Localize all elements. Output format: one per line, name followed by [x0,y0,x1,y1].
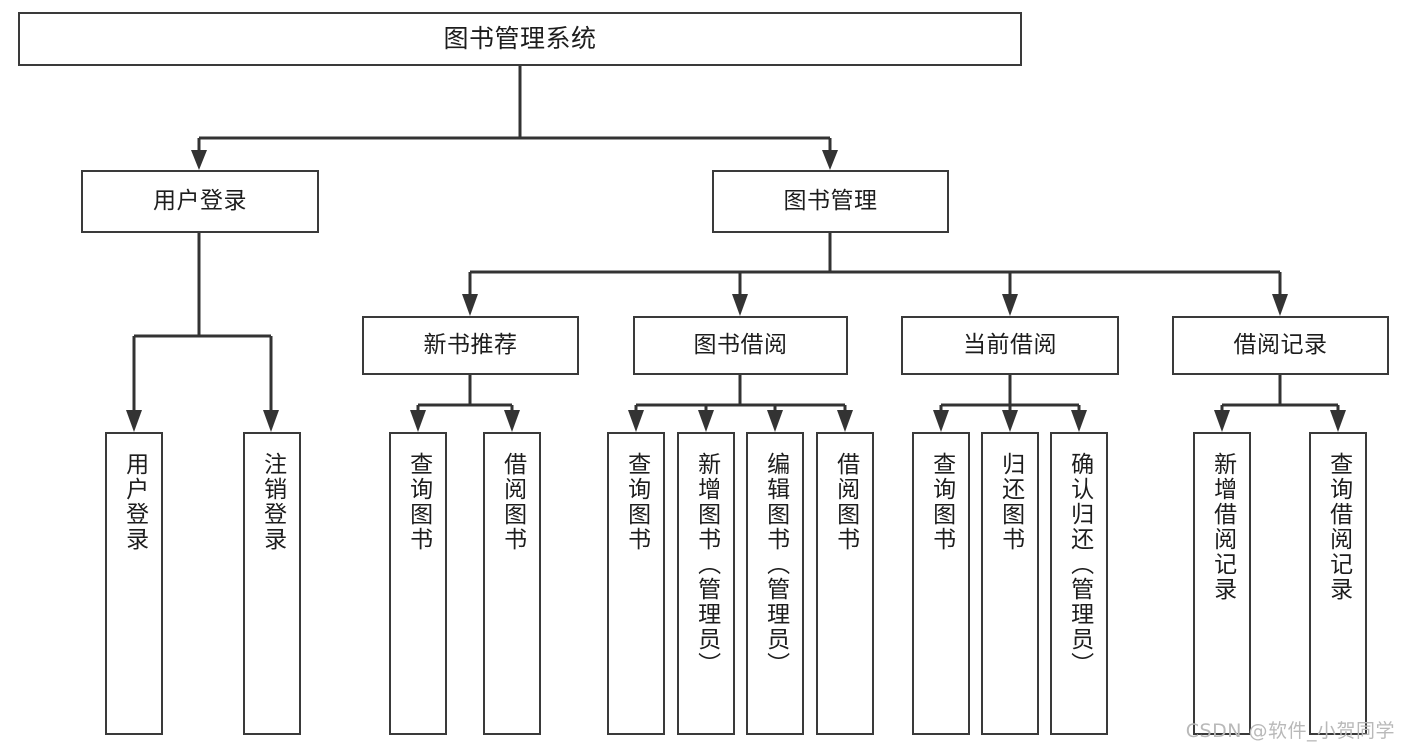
arrowhead-nb-leaf2 [504,410,520,432]
node-leaf-add-book-admin[interactable]: 新增图书（管理员） [677,432,735,735]
node-user-login[interactable]: 用户登录 [81,170,319,233]
node-leaf-return-book[interactable]: 归还图书 [981,432,1039,735]
node-book-borrow[interactable]: 图书借阅 [633,316,848,375]
node-leaf-add-borrow-record-label: 新增借阅记录 [1209,452,1236,602]
node-book-management[interactable]: 图书管理 [712,170,949,233]
node-leaf-user-login[interactable]: 用户登录 [105,432,163,735]
node-leaf-query-book-cu[interactable]: 查询图书 [912,432,970,735]
node-borrow-record[interactable]: 借阅记录 [1172,316,1389,375]
arrowhead-re-leaf2 [1330,410,1346,432]
node-leaf-logout-label: 注销登录 [259,452,286,552]
node-leaf-query-borrow-record-label: 查询借阅记录 [1325,452,1352,602]
arrowhead-leaf-user-login [126,410,142,432]
node-leaf-query-borrow-record[interactable]: 查询借阅记录 [1309,432,1367,735]
node-leaf-borrow-book-nb-label: 借阅图书 [499,452,526,552]
node-leaf-query-book-cu-label: 查询图书 [928,452,955,552]
arrowhead-book-mgmt [822,150,838,170]
node-leaf-add-borrow-record[interactable]: 新增借阅记录 [1193,432,1251,735]
arrowhead-cu-leaf2 [1002,410,1018,432]
arrowhead-bo-leaf3 [767,410,783,432]
node-new-book-recommend-label: 新书推荐 [423,332,518,359]
node-book-management-label: 图书管理 [783,188,878,215]
arrowhead-current [1002,294,1018,316]
node-leaf-query-book-bo-label: 查询图书 [623,452,650,552]
node-leaf-add-book-admin-label: 新增图书（管理员） [693,452,720,677]
arrowhead-re-leaf1 [1214,410,1230,432]
arrowhead-cu-leaf3 [1071,410,1087,432]
node-current-borrow-label: 当前借阅 [963,332,1057,359]
node-leaf-query-book-nb-label: 查询图书 [405,452,432,552]
node-borrow-record-label: 借阅记录 [1233,332,1328,359]
node-leaf-return-book-label: 归还图书 [997,452,1024,552]
node-leaf-borrow-book-bo-label: 借阅图书 [832,452,859,552]
node-leaf-query-book-nb[interactable]: 查询图书 [389,432,447,735]
arrowhead-bo-leaf4 [837,410,853,432]
node-leaf-borrow-book-nb[interactable]: 借阅图书 [483,432,541,735]
node-root[interactable]: 图书管理系统 [18,12,1022,66]
node-leaf-edit-book-admin-label: 编辑图书（管理员） [762,452,789,677]
node-root-label: 图书管理系统 [443,23,597,53]
arrowhead-new-book [462,294,478,316]
node-leaf-edit-book-admin[interactable]: 编辑图书（管理员） [746,432,804,735]
node-leaf-query-book-bo[interactable]: 查询图书 [607,432,665,735]
watermark: CSDN @软件_小贺同学 [1185,720,1395,742]
arrowhead-nb-leaf1 [410,410,426,432]
node-leaf-logout[interactable]: 注销登录 [243,432,301,735]
node-leaf-borrow-book-bo[interactable]: 借阅图书 [816,432,874,735]
node-leaf-confirm-return-admin[interactable]: 确认归还（管理员） [1050,432,1108,735]
node-current-borrow[interactable]: 当前借阅 [901,316,1119,375]
arrowhead-leaf-logout [263,410,279,432]
arrowhead-bo-leaf2 [698,410,714,432]
arrowhead-user-login [191,150,207,170]
node-leaf-confirm-return-admin-label: 确认归还（管理员） [1066,452,1093,677]
node-new-book-recommend[interactable]: 新书推荐 [362,316,579,375]
node-book-borrow-label: 图书借阅 [693,332,788,359]
node-leaf-user-login-label: 用户登录 [121,452,148,552]
arrowhead-record [1272,294,1288,316]
arrowhead-cu-leaf1 [933,410,949,432]
arrowhead-bo-leaf1 [628,410,644,432]
arrowhead-borrow [732,294,748,316]
node-user-login-label: 用户登录 [153,188,247,215]
